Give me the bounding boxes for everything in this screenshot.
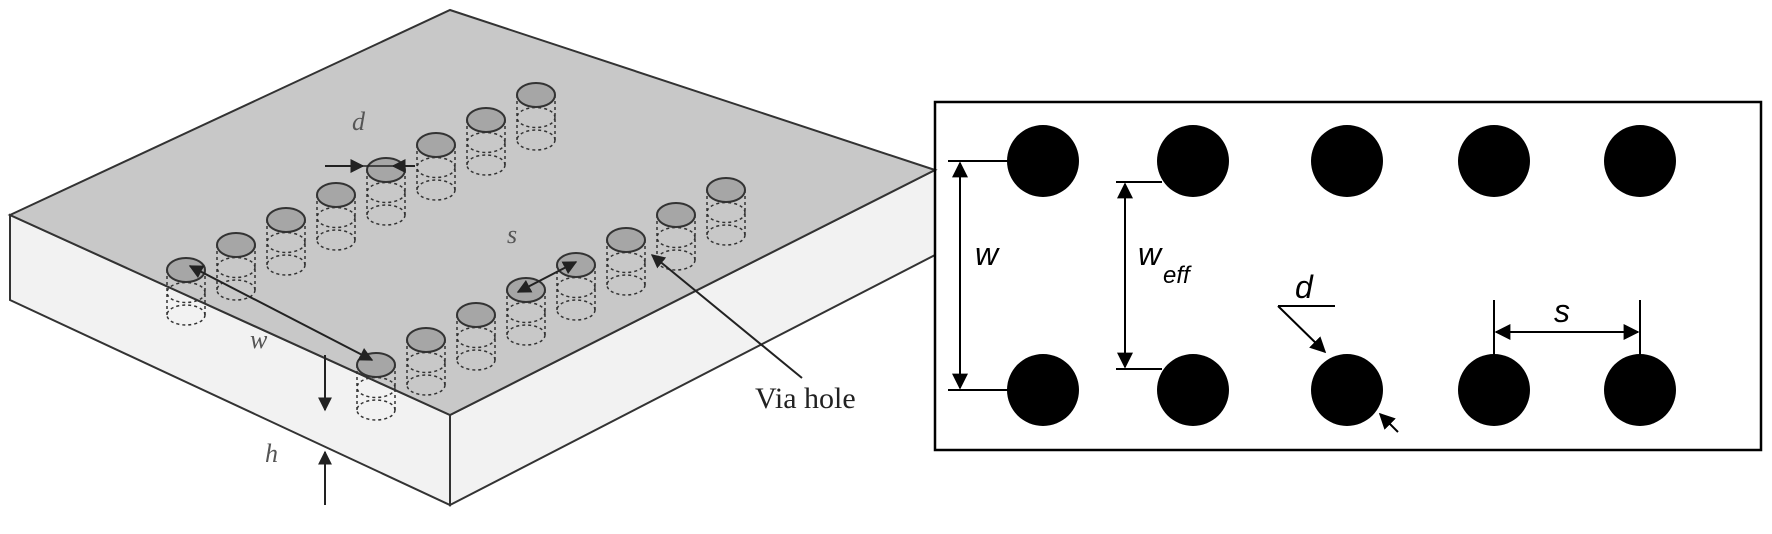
d-label: d	[352, 107, 366, 136]
via-post-group	[166, 82, 746, 421]
s-plan-label: s	[1554, 293, 1570, 329]
post-group	[1007, 125, 1676, 426]
weff-label-main: w	[1138, 236, 1163, 272]
h-label: h	[265, 439, 278, 468]
weff-label-sub: eff	[1163, 262, 1192, 289]
s-dimension-line	[516, 261, 578, 293]
isometric-view: d s w h Via hole	[7, 8, 938, 507]
via-hole-leader	[650, 254, 803, 379]
plan-post	[1007, 125, 1079, 197]
via-post	[456, 302, 496, 371]
plan-view: w w eff d s	[933, 100, 1763, 452]
w-dimension-line	[188, 265, 374, 361]
via-post	[316, 182, 356, 251]
via-post	[516, 82, 556, 151]
plan-post	[1311, 125, 1383, 197]
via-post	[466, 107, 506, 176]
plan-frame	[933, 100, 1763, 452]
plan-post	[1311, 354, 1383, 426]
plan-post	[1458, 125, 1530, 197]
via-post	[266, 207, 306, 276]
plan-post	[1604, 125, 1676, 197]
d-plan-label: d	[1295, 269, 1314, 305]
plan-post	[1604, 354, 1676, 426]
plan-post	[1157, 354, 1229, 426]
plan-post	[1007, 354, 1079, 426]
plan-post	[1157, 125, 1229, 197]
w-plan-label: w	[975, 236, 1000, 272]
d-leader-bottom	[1378, 412, 1399, 433]
via-post	[416, 132, 456, 201]
w-label: w	[250, 325, 268, 354]
s-label: s	[507, 220, 517, 249]
via-hole-label: Via hole	[755, 382, 856, 415]
via-post	[406, 327, 446, 396]
via-post	[606, 227, 646, 296]
plan-post	[1458, 354, 1530, 426]
via-post	[656, 202, 696, 271]
d-leader-top	[1277, 305, 1327, 354]
via-post	[706, 177, 746, 246]
